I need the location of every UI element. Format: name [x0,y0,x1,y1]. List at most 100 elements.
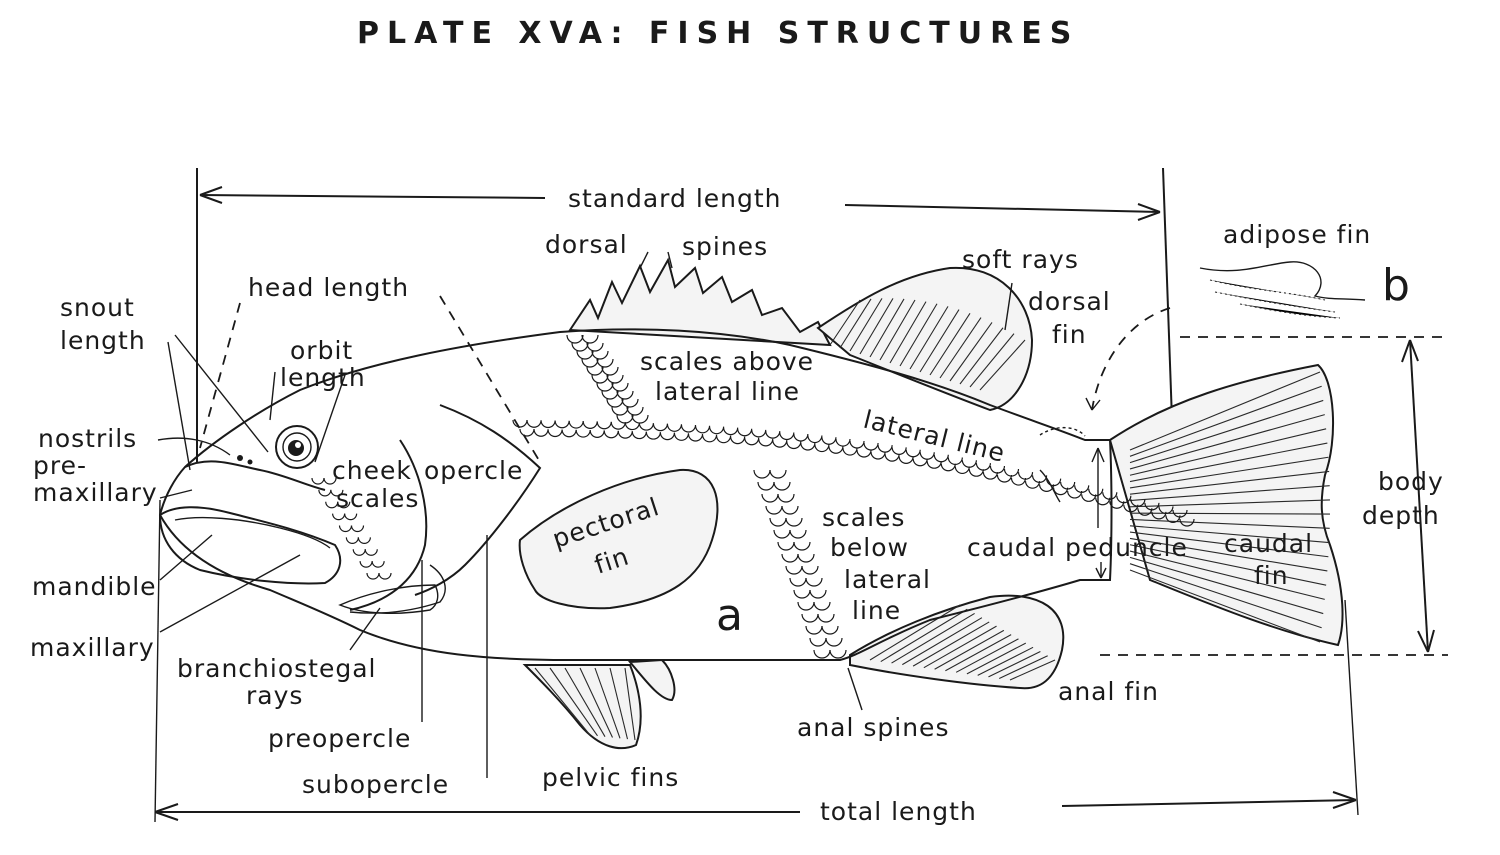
scale [1130,499,1146,507]
label-lateral-line: lateral line [861,405,1009,468]
scale [366,572,380,580]
label-branchiostegal: branchiostegal [177,654,377,683]
scale [1060,481,1076,490]
plate-title: PLATE XVA: FISH STRUCTURES [357,16,1079,51]
scale [737,428,753,437]
pelvic-fin-shape [522,664,642,750]
fin-ray [579,667,613,738]
scale [701,434,718,443]
scale [751,429,767,438]
scale [835,438,851,447]
scale [561,429,577,438]
scale [1144,502,1160,511]
scale [968,469,984,477]
scale [611,382,629,392]
fin-ray [1129,456,1329,489]
scale [912,458,928,467]
eye-ring [282,432,312,462]
label-scales-cheek: scales [336,484,419,513]
fin-ray [929,313,971,376]
fin-ray [912,621,990,667]
fin-ray [934,629,1005,670]
fin-ray [1129,485,1330,502]
scale [779,432,795,441]
fin-ray [1129,563,1322,629]
fin-ray [955,638,1019,673]
scale [765,431,781,439]
fin-ray [902,617,983,666]
anal-fin-shape [849,594,1065,690]
scale [591,350,609,360]
scale [512,419,528,428]
fin-ray [979,339,1026,391]
scale [1003,468,1020,477]
fin-ray [1129,428,1327,476]
scale [933,454,949,463]
scale [954,466,970,475]
fin-ray [939,317,982,379]
scale [586,342,604,352]
scale [821,437,837,445]
fin-ray [945,634,1012,672]
scale [947,457,963,466]
scale [758,438,774,447]
scale [571,342,589,352]
scale [1017,472,1034,480]
label-nostrils: nostrils [38,424,137,453]
scale [807,435,823,444]
fin-ray [869,298,905,358]
fin-ray [891,612,975,664]
fin-ray [1129,371,1321,451]
premaxillary-shape [184,460,326,491]
scale [753,469,771,479]
scale [828,446,844,454]
scale [765,505,783,515]
label-body: body [1378,467,1444,496]
fin-ray [1129,525,1330,544]
label-fin-dorsal: fin [1052,320,1087,349]
fin-ray [909,306,949,370]
label-soft-rays: soft rays [962,245,1079,274]
fin-ray [829,299,861,346]
scale [673,433,690,441]
scale [793,433,809,442]
label-maxillary: maxillary [30,633,155,662]
scale [1067,490,1083,499]
figure-letter-a: a [716,590,743,641]
label-scales-above: scales above [640,347,814,376]
scale [575,429,591,438]
scale [606,398,624,408]
scale [789,529,807,539]
scale [337,501,351,509]
scale [863,442,879,451]
scale [777,493,795,503]
label-spines: spines [682,232,768,261]
scale [797,553,815,563]
fin-ray [1129,544,1327,586]
scale [1046,478,1062,487]
fin-ray [1129,531,1329,558]
label-line-below: line [852,596,901,625]
label-subopercle: subopercle [302,770,449,799]
scale [1137,508,1153,516]
scale [616,414,634,424]
scale [568,420,584,429]
label-rays: rays [246,681,303,710]
scale [1081,494,1097,502]
scale [1095,497,1111,506]
label-cheek: cheek [332,456,412,485]
label-pelvic-fins: pelvic fins [542,763,679,792]
figure-letter-b: b [1382,260,1410,311]
fin-ray [966,642,1027,675]
scale [772,440,788,448]
scale [359,561,373,568]
scale [769,469,787,479]
scale [519,428,535,437]
scale [730,436,746,445]
scale [809,589,827,599]
scale [621,398,639,408]
scale [723,427,739,436]
leader-lines [157,251,1171,778]
scale [793,541,811,551]
scale [371,561,385,568]
